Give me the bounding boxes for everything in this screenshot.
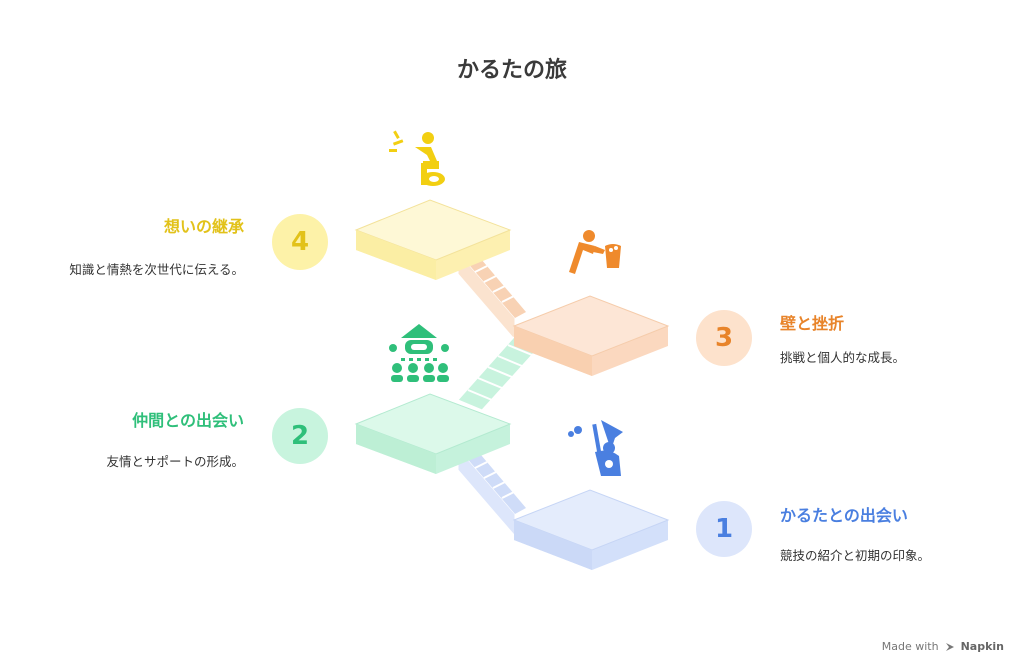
person-with-flag-icon bbox=[568, 420, 623, 476]
person-bowing-icon bbox=[569, 230, 621, 274]
footer-prefix: Made with bbox=[881, 640, 939, 653]
step-2-number-badge: 2 bbox=[272, 408, 328, 464]
page-title: かるたの旅 bbox=[456, 58, 567, 83]
platform-3 bbox=[512, 295, 670, 376]
platform-2 bbox=[354, 393, 512, 474]
step-4-title: 想いの継承 bbox=[163, 217, 244, 236]
step-2-description: 友情とサポートの形成。 bbox=[106, 454, 244, 469]
person-teaching-icon bbox=[389, 130, 445, 186]
step-1-description: 競技の紹介と初期の印象。 bbox=[780, 548, 931, 563]
napkin-logo-icon bbox=[945, 642, 954, 651]
step-3-number-badge: 3 bbox=[696, 310, 752, 366]
stairs-2-to-3 bbox=[457, 335, 541, 411]
step-4-number-badge: 4 bbox=[272, 214, 328, 270]
footer-attribution: Made with Napkin bbox=[882, 640, 1004, 653]
platform-1 bbox=[512, 489, 670, 570]
footer-brand: Napkin bbox=[960, 640, 1004, 653]
step-3-description: 挑戦と個人的な成長。 bbox=[780, 350, 906, 365]
group-meeting-icon bbox=[389, 324, 449, 382]
step-3-title: 壁と挫折 bbox=[780, 314, 845, 333]
platform-4 bbox=[354, 199, 512, 280]
step-2-title: 仲間との出会い bbox=[132, 411, 244, 430]
step-1-title: かるたとの出会い bbox=[780, 506, 908, 525]
step-1-number-badge: 1 bbox=[696, 501, 752, 557]
step-4-description: 知識と情熱を次世代に伝える。 bbox=[69, 262, 244, 277]
